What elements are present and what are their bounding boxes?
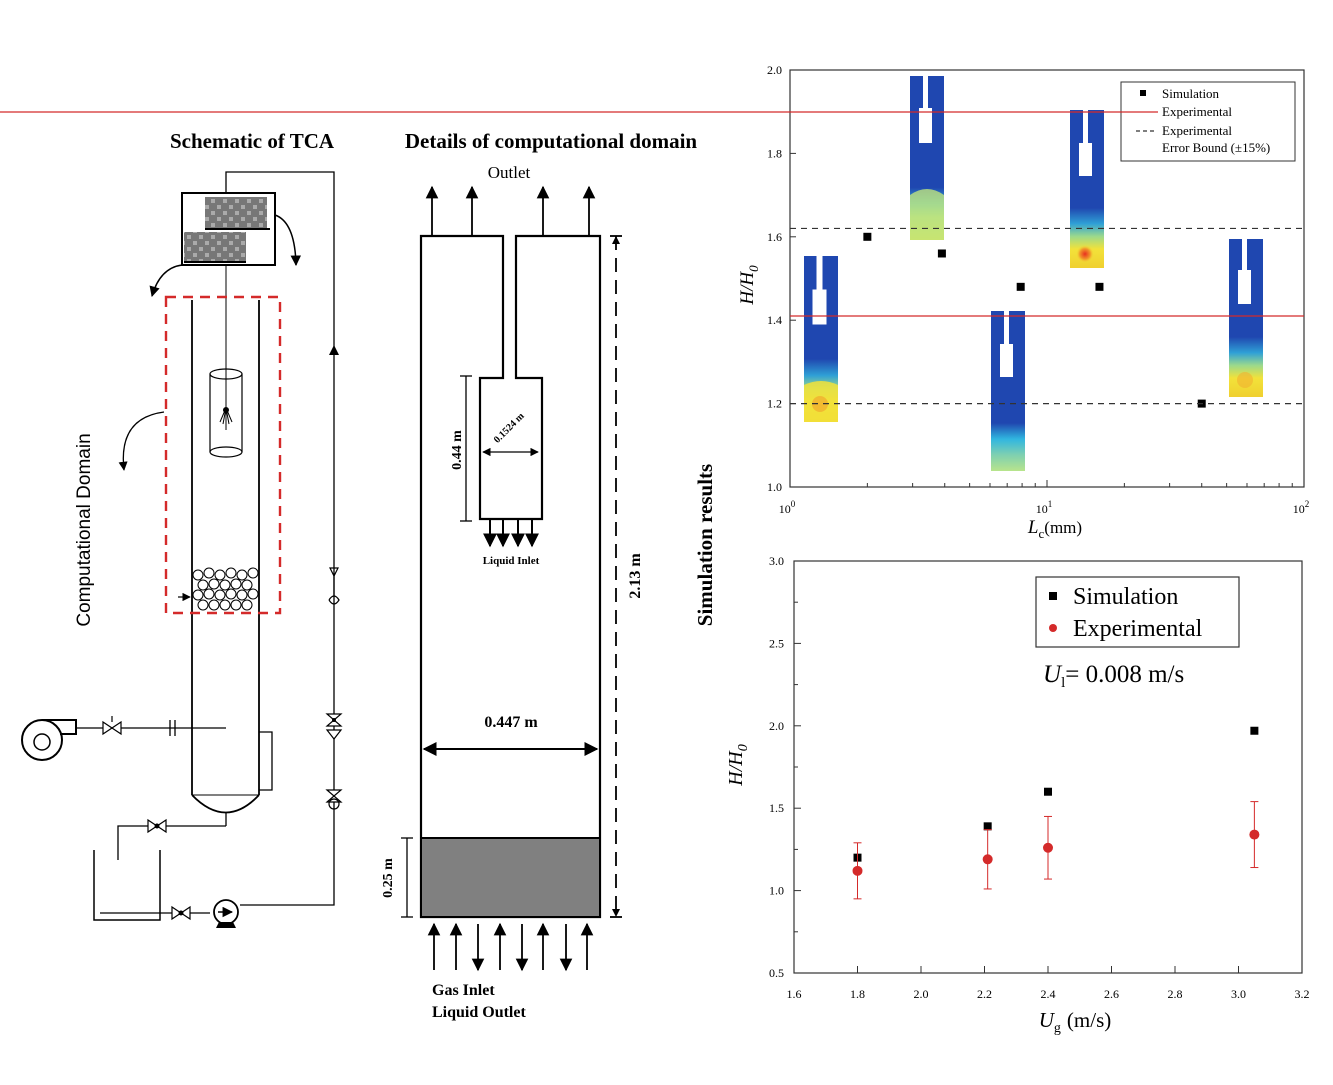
packing-block-lower [184,232,246,262]
chart-bottom-xtick-label: 2.2 [977,987,992,1001]
dim-total-height: 2.13 m [627,553,644,599]
liquid-inlet-label: Liquid Inlet [483,555,540,567]
separator-outlet-left-arrow [149,264,183,298]
outlet-label: Outlet [488,163,531,182]
experimental-point [1043,842,1053,853]
gas-inlet-label: Gas Inlet [432,982,495,999]
simulation-point [1250,726,1259,735]
chart-top-ylabel: H/H0 [737,265,761,306]
legend-simulation-marker [1140,90,1146,96]
chart-bottom-xtick-label: 3.2 [1295,987,1310,1001]
legend-simulation-label-bottom: Simulation [1073,584,1178,610]
legend-simulation-label: Simulation [1162,86,1220,101]
chart-bottom-ytick-label: 1.0 [769,884,784,898]
chart-top-xtick-label: 101 [1036,499,1053,516]
annotation-ul: Ul= 0.008 m/s [1043,661,1184,691]
chart-bottom-xtick-label: 3.0 [1231,987,1246,1001]
drain-pipe [117,825,226,860]
domain-outline [419,234,602,919]
chart-bottom-ytick-label: 1.5 [769,801,784,815]
chart-bottom-xtick-label: 2.4 [1041,987,1056,1001]
chart-top-ytick-label: 1.2 [767,397,782,411]
chart-top-ytick-label: 1.0 [767,480,782,494]
separator-outlet-right-arrow [274,214,302,267]
legend-experimental-label: Experimental [1162,104,1232,119]
valve-icon-lower [325,789,343,803]
contour-snapshot-1 [804,256,838,422]
chart-top-ytick-label: 1.8 [767,146,782,160]
dim-inner-height: 0.44 m [450,430,465,470]
simulation-point [1016,282,1025,291]
chart-bottom: 0.5 1.0 1.5 2.0 2.5 3.0 1.6 1.8 2.0 2.2 2.4 2.6 2.8 3… [725,554,1310,1036]
flowmeter-icon [328,567,340,605]
chart-bottom-xtick-label: 2.6 [1104,987,1119,1001]
packed-spheres [192,567,259,611]
chart-bottom-xtick-label: 1.8 [850,987,865,1001]
legend-simulation-marker-bottom [1049,592,1057,600]
chart-top-ytick-label: 1.6 [767,230,782,244]
schematic-panel: Schematic of TCA [21,129,343,928]
chart-top-ytick-label: 1.4 [767,313,782,327]
simulation-point [863,232,872,241]
details-title: Details of computational domain [405,129,698,153]
chart-top-ytick-label: 2.0 [767,63,782,77]
contour-snapshot-4 [1070,110,1104,268]
recycle-pipe [225,171,335,906]
liquid-outlet-label: Liquid Outlet [432,1004,526,1021]
separator-box [181,192,276,266]
column-bottom-head [191,794,260,814]
legend-experimental-label-bottom: Experimental [1073,616,1203,642]
schematic-title: Schematic of TCA [170,129,335,153]
chart-bottom-ytick-label: 0.5 [769,966,784,980]
dim-width: 0.447 m [484,714,538,731]
computational-domain-box [164,295,282,615]
computational-domain-label: Computational Domain [74,433,95,626]
simulation-point [1044,787,1052,796]
chart-bottom-legend: Simulation Experimental [1035,576,1240,648]
bottom-flow-arrows [427,922,594,972]
experimental-point [852,865,863,876]
simulation-point [937,249,946,258]
chart-top: 1.0 1.2 1.4 1.6 1.8 2.0 100 101 102 [0,63,1309,541]
simulation-point [1095,282,1104,291]
storage-tank [93,850,161,921]
domain-pointer-arrow [118,411,165,471]
experimental-point [1249,829,1260,840]
packing-block-upper [205,197,267,229]
chart-top-legend: Simulation Experimental Experimental Err… [0,81,1296,162]
chart-bottom-xtick-label: 2.8 [1168,987,1183,1001]
chart-bottom-ytick-label: 2.0 [769,719,784,733]
chart-bottom-xlabel: Ug(m/s) [1039,1008,1112,1036]
contour-snapshot-3 [991,311,1025,471]
legend-bound-label-2: Error Bound (±15%) [1162,140,1270,155]
domain-details-panel: Details of computational domain Outlet 0… [381,129,697,1021]
legend-experimental-marker-bottom [1049,624,1057,632]
chart-top-xtick-label: 100 [779,499,796,516]
check-valve-icon [325,729,343,740]
pump-icon [213,899,239,928]
dim-bed-height: 0.25 m [381,858,396,898]
simulation-point [983,822,992,831]
dim-inner-width: 0.1524 m [492,410,527,445]
results-title: Simulation results [693,464,717,626]
chart-top-xtick-label: 102 [1293,499,1310,516]
contour-snapshot-5 [1229,239,1263,397]
packed-bed-zone [422,838,599,916]
spray-nozzle-icon [219,407,233,425]
chart-top-xlabel: Lc(mm) [1027,517,1082,541]
blower-icon [21,719,77,761]
chart-bottom-xtick-label: 1.6 [787,987,802,1001]
chart-bottom-ytick-label: 3.0 [769,554,784,568]
legend-bound-label-1: Experimental [1162,123,1232,138]
gas-valve-icon [102,720,122,736]
chart-bottom-ylabel: H/H0 [725,744,751,786]
chart-bottom-xtick-label: 2.0 [914,987,929,1001]
contour-snapshot-2 [910,76,944,240]
chart-bottom-ytick-label: 2.5 [769,636,784,650]
experimental-point [982,854,993,865]
